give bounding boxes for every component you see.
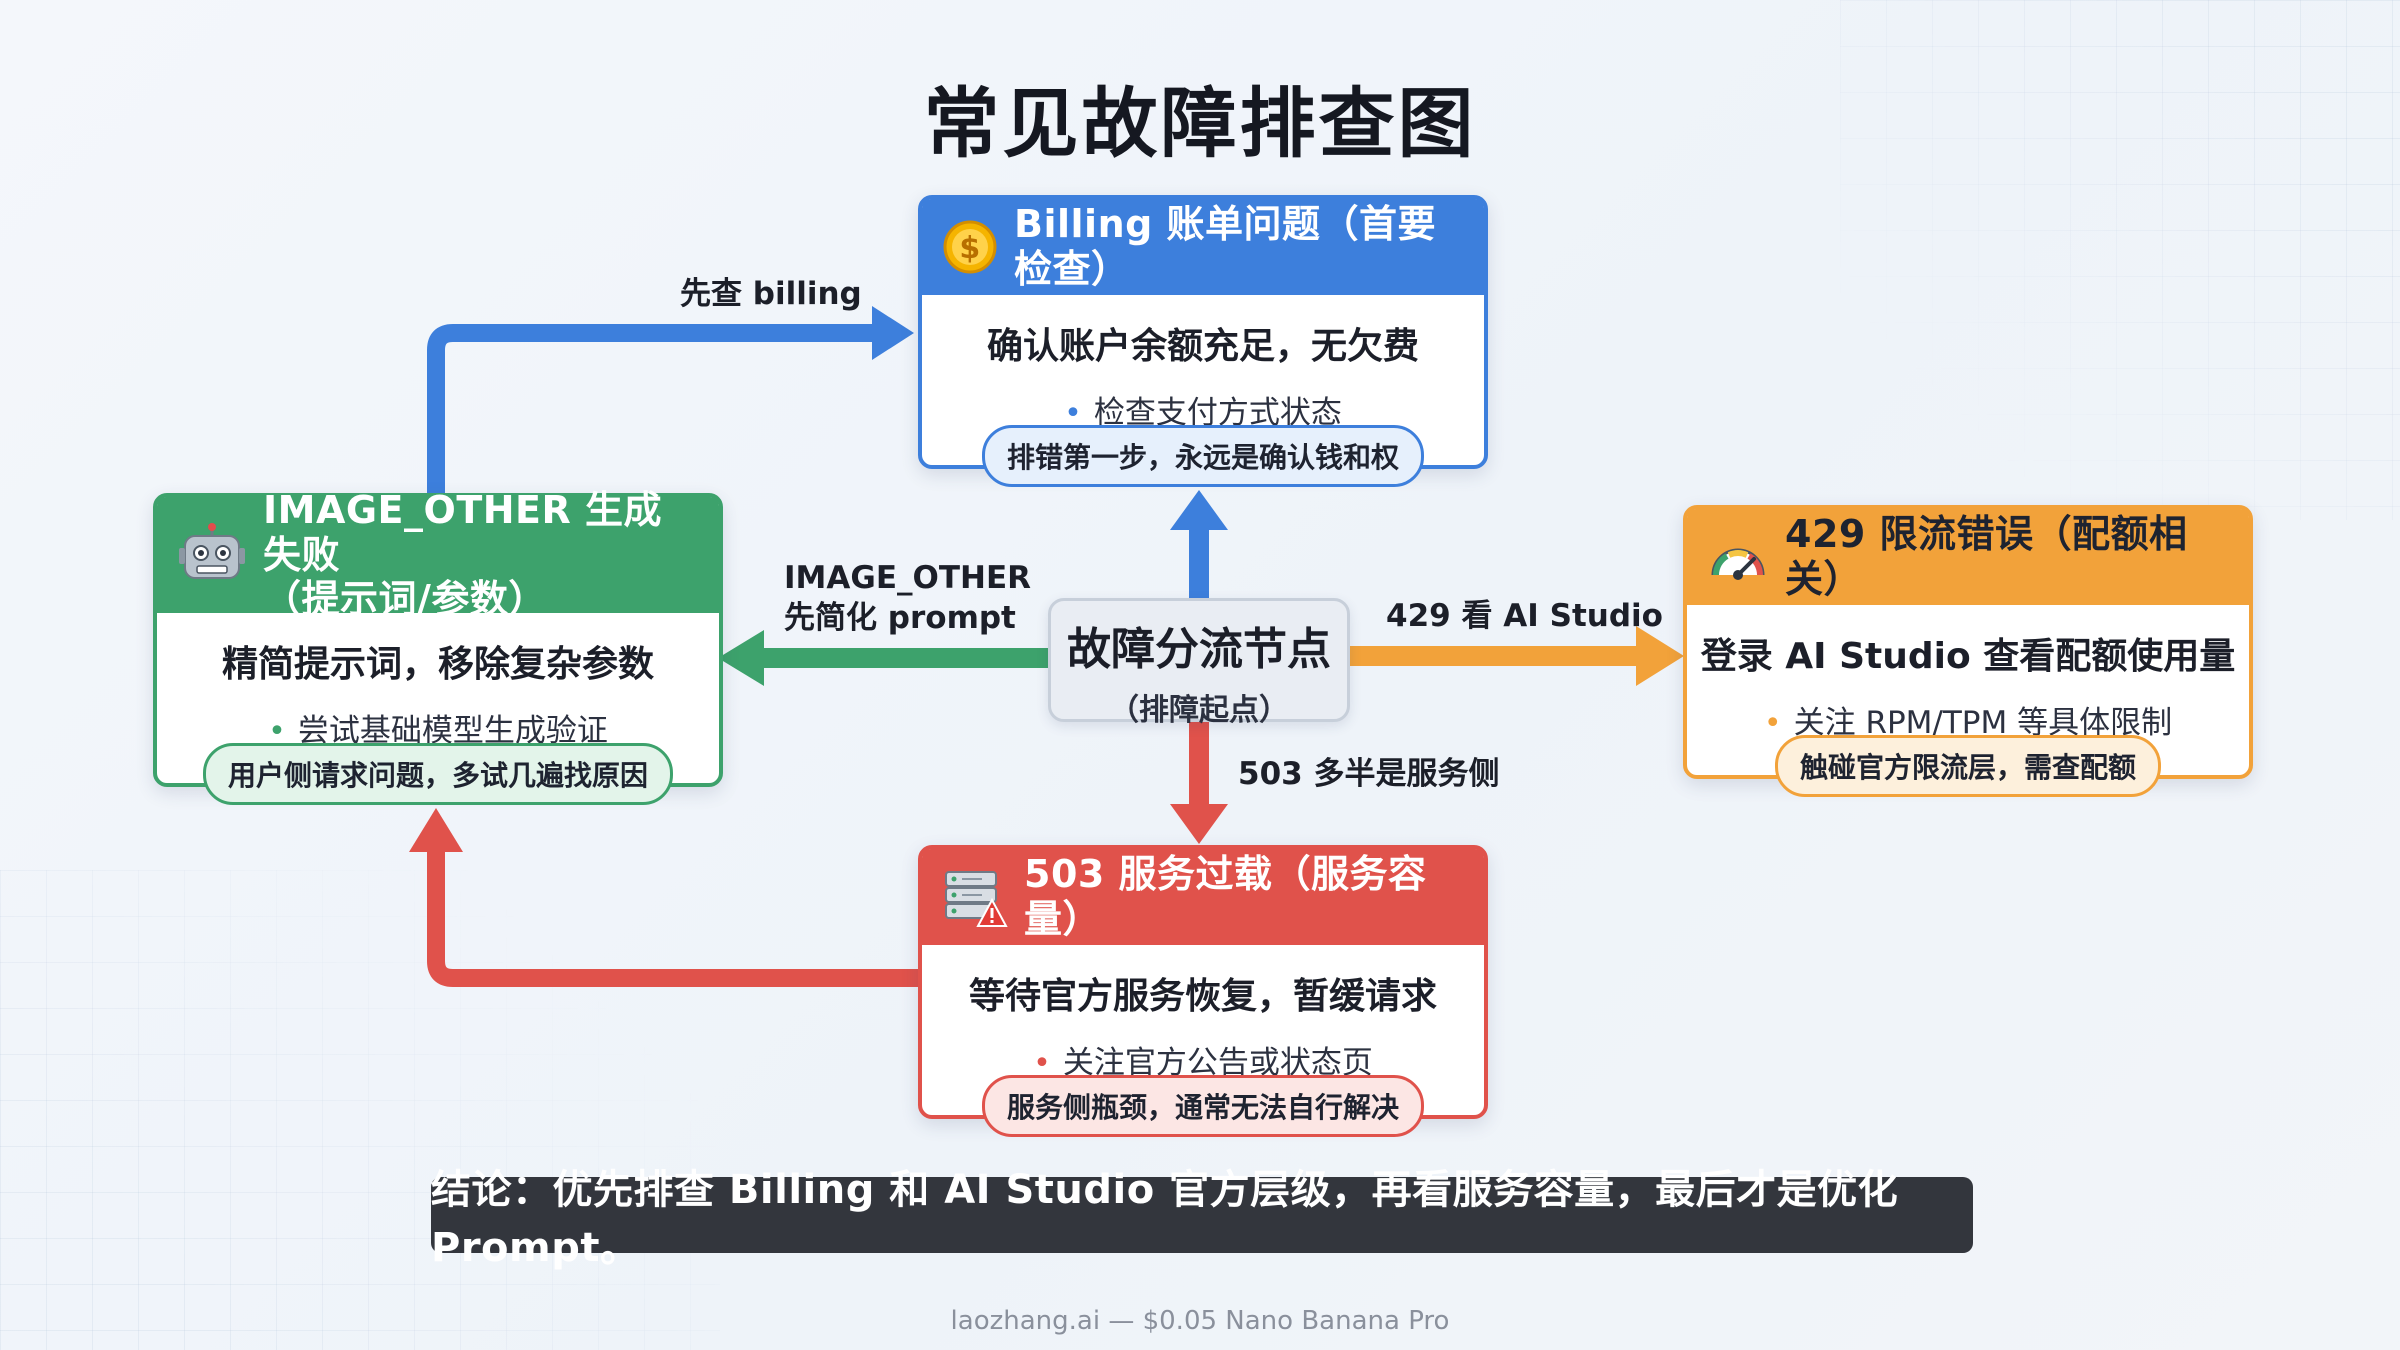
overload-card: 503 服务过载（服务容量） 等待官方服务恢复，暂缓请求 •关注官方公告或状态页…	[918, 845, 1488, 1137]
arrow-to-rate-limit	[1350, 646, 1640, 666]
image-other-card-main: 精简提示词，移除复杂参数	[221, 644, 654, 685]
robot-icon	[177, 522, 247, 588]
page-title: 常见故障排查图	[923, 79, 1477, 168]
overload-card-note: 服务侧瓶颈，通常无法自行解决	[981, 1075, 1425, 1137]
footer-credit: laozhang.ai — $0.05 Nano Banana Pro	[950, 1306, 1450, 1336]
svg-text:$: $	[959, 231, 980, 266]
speedometer-icon	[1707, 531, 1769, 583]
rate-limit-card-header: 429 限流错误（配额相关）	[1687, 509, 2249, 605]
bullet-icon: •	[1763, 706, 1782, 741]
edge-label-to-image-other: IMAGE_OTHER 先简化 prompt	[784, 560, 1031, 637]
image-other-card-title: IMAGE_OTHER 生成失败	[263, 487, 662, 577]
bullet-icon: •	[1033, 1046, 1051, 1081]
billing-card-title: Billing 账单问题（首要检查）	[1014, 202, 1437, 291]
edge-label-to-rate-limit: 429 看 AI Studio	[1386, 598, 1663, 634]
billing-card-header: $ Billing 账单问题（首要检查）	[922, 199, 1484, 295]
arrowhead-rate-limit	[1636, 626, 1684, 686]
image-other-card-header: IMAGE_OTHER 生成失败 （提示词/参数）	[157, 488, 719, 621]
bullet-icon: •	[1064, 396, 1082, 431]
arrowhead-overload-loop	[409, 808, 463, 852]
arrow-overload-to-image-other	[427, 848, 918, 987]
server-warning-icon	[942, 866, 1008, 928]
bullet-icon: •	[268, 714, 286, 749]
rate-limit-card-main: 登录 AI Studio 查看配额使用量	[1700, 636, 2236, 677]
billing-card-note: 排错第一步，永远是确认钱和权	[981, 425, 1425, 487]
billing-card: $ Billing 账单问题（首要检查） 确认账户余额充足，无欠费 •检查支付方…	[918, 195, 1488, 487]
edge-label-to-overload: 503 多半是服务侧	[1238, 756, 1500, 792]
rate-limit-card-note: 触碰官方限流层，需查配额	[1774, 735, 2162, 797]
background-grid-bottom-left	[0, 870, 720, 1350]
overload-card-main: 等待官方服务恢复，暂缓请求	[968, 976, 1437, 1017]
arrowhead-overload	[1170, 804, 1228, 844]
arrow-to-image-other	[760, 648, 1048, 668]
center-node-subtitle: （排障起点）	[1109, 693, 1289, 728]
arrow-to-billing	[427, 324, 878, 494]
arrowhead-billing	[872, 306, 914, 360]
edge-label-to-billing: 先查 billing	[680, 276, 862, 312]
coin-icon: $	[942, 219, 998, 275]
center-node-title: 故障分流节点	[1067, 624, 1331, 675]
overload-card-header: 503 服务过载（服务容量）	[922, 849, 1484, 945]
rate-limit-card-title: 429 限流错误（配额相关）	[1785, 512, 2188, 601]
image-other-card-note: 用户侧请求问题，多试几遍找原因	[202, 743, 674, 805]
background-grid-top-right	[1840, 0, 2400, 520]
rate-limit-card: 429 限流错误（配额相关） 登录 AI Studio 查看配额使用量 •关注 …	[1683, 505, 2253, 797]
triage-center-node: 故障分流节点 （排障起点）	[1048, 598, 1350, 728]
arrowhead-image-other	[718, 630, 764, 686]
image-other-card: IMAGE_OTHER 生成失败 （提示词/参数） 精简提示词，移除复杂参数 •…	[153, 488, 723, 805]
arrow-center-up	[1189, 526, 1209, 598]
conclusion-banner: 结论：优先排查 Billing 和 AI Studio 官方层级，再看服务容量，…	[431, 1167, 1973, 1271]
overload-card-title: 503 服务过载（服务容量）	[1024, 852, 1427, 941]
billing-card-main: 确认账户余额充足，无欠费	[986, 326, 1419, 367]
image-other-card-subtitle: （提示词/参数）	[263, 577, 547, 622]
arrowhead-center-up	[1170, 490, 1228, 530]
arrow-to-overload	[1189, 722, 1209, 808]
